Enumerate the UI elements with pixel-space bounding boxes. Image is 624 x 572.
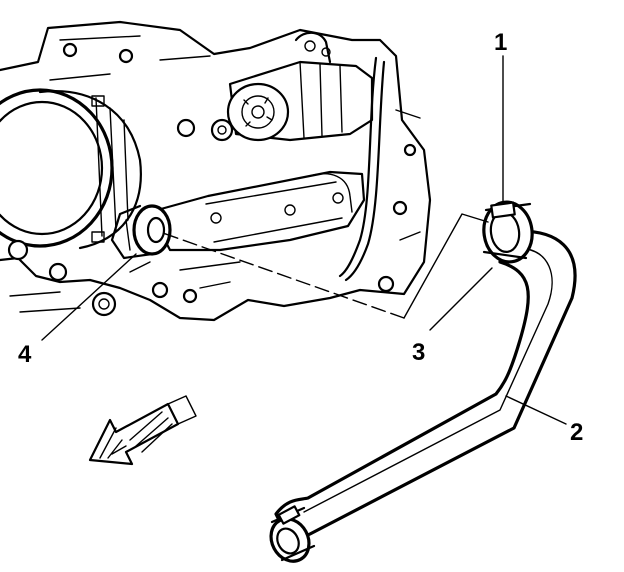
callout-4: 4 <box>18 341 32 368</box>
leader-lines <box>41 55 567 425</box>
hose-clamp-upper <box>482 200 534 264</box>
callout-3: 3 <box>412 339 425 366</box>
hose-clamp-lower <box>269 505 316 563</box>
callout-2: 2 <box>570 419 583 446</box>
callout-1: 1 <box>494 29 507 56</box>
radiator-inlet-hose <box>269 200 577 563</box>
throttle-body <box>0 88 142 250</box>
thermostat-outlet <box>110 204 172 260</box>
starter-motor <box>226 31 374 142</box>
engine-assembly <box>0 20 432 322</box>
intake-housing <box>148 170 366 252</box>
engine-bolts <box>7 35 421 317</box>
front-direction-arrow-icon <box>88 395 197 466</box>
